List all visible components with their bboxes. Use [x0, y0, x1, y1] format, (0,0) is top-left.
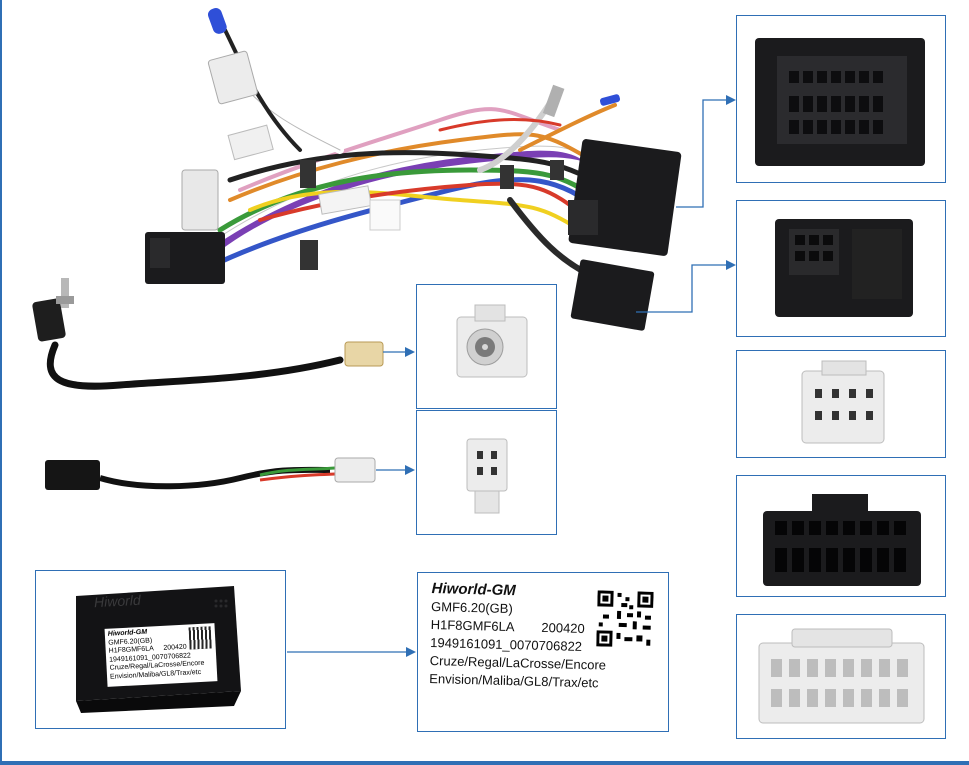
connector-photo-3: [736, 350, 946, 458]
arrow-right-icon: [726, 95, 736, 105]
arrow-right-icon: [405, 465, 415, 475]
connector-photo-1: [736, 15, 946, 183]
label-closeup-photo: Hiworld-GM GMF6.20(GB) H1F8GMF6LA 200420…: [417, 572, 669, 732]
arrow-right-icon: [405, 347, 415, 357]
arrow-right-icon: [726, 260, 736, 270]
label-sticker: Hiworld-GM GMF6.20(GB) H1F8GMF6LA 200420…: [428, 580, 662, 726]
page-bottom-border: [0, 761, 969, 765]
qr-code-icon: [596, 590, 654, 648]
connector-photo-4: [736, 475, 946, 597]
decoder-module-photo: Hiworld Hiworld-GM GMF6.20(GB) H1F8GMF6L…: [35, 570, 286, 729]
connector-photo-2: [736, 200, 946, 337]
connector-photo-5: [736, 614, 946, 739]
page-left-border: [0, 0, 2, 765]
antenna-connector-photo: [416, 284, 557, 409]
arrow-right-icon: [406, 647, 416, 657]
usb-connector-photo: [416, 410, 557, 535]
